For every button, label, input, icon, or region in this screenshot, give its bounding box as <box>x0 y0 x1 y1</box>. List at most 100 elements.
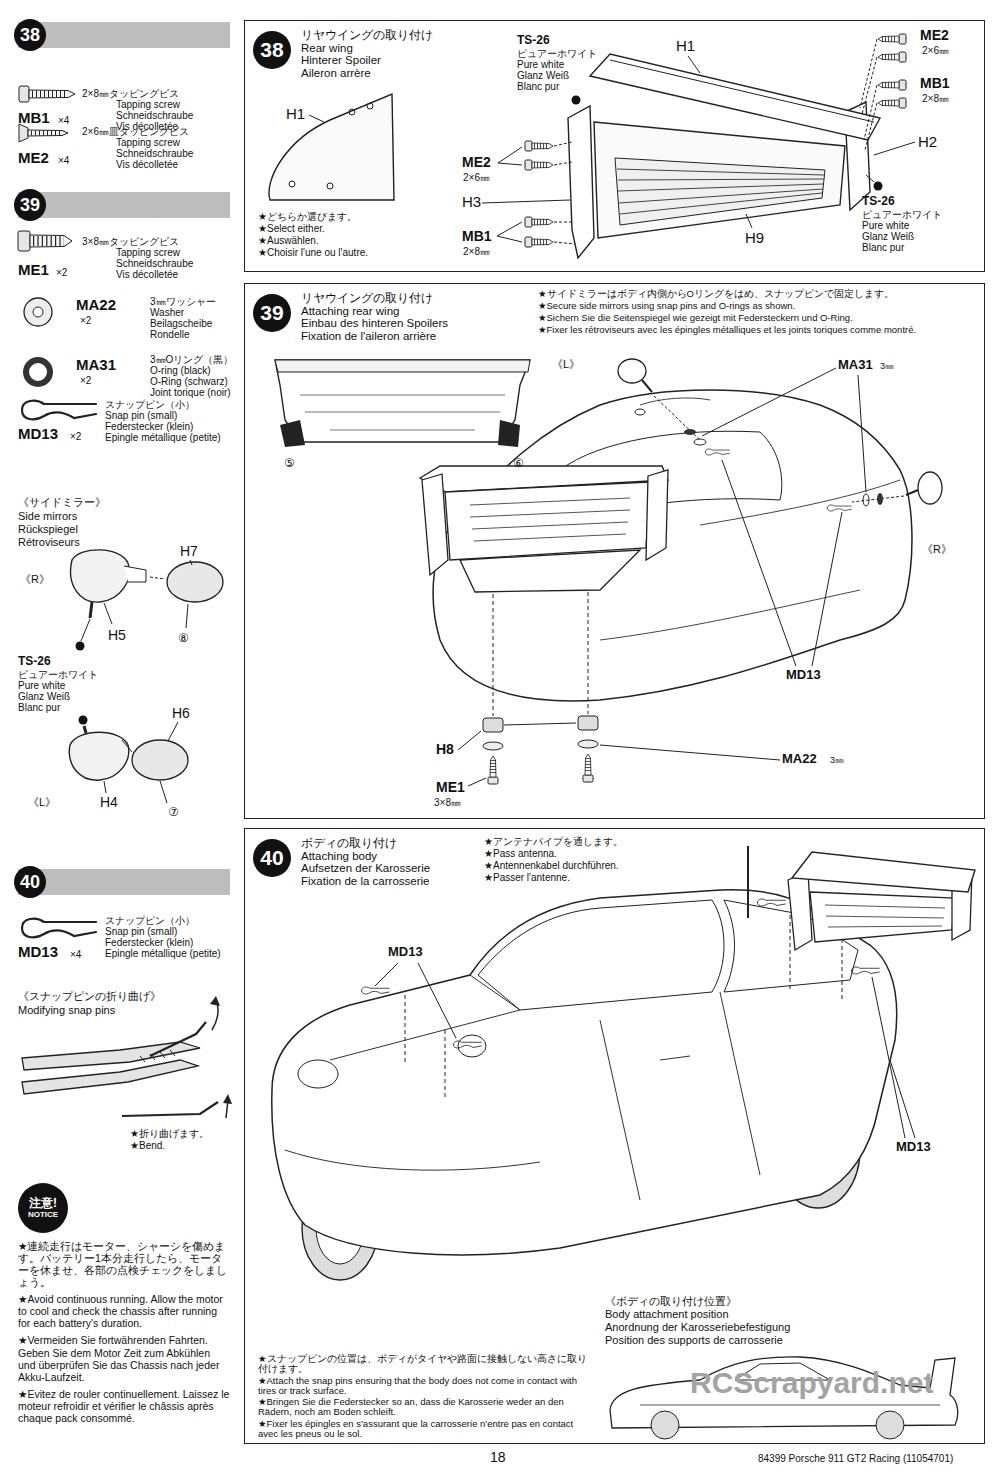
car-body-rear-drawing <box>694 439 706 445</box>
label-holder: ★Pass antenna. <box>484 848 557 859</box>
plate-h1-drawing <box>289 181 295 187</box>
label-holder: ★どちらか選びます。 <box>258 211 357 222</box>
car-body-rear-drawing <box>618 359 646 383</box>
wing-inset-drawing <box>300 395 505 430</box>
label-text: ★Bend. <box>130 1140 165 1151</box>
part-label: ME1 <box>436 780 465 796</box>
part-label: MD13 <box>786 668 821 683</box>
label-holder: Vis décolletée <box>116 159 178 170</box>
label-holder: Rétroviseurs <box>18 536 80 548</box>
page-footer: 84399 Porsche 911 GT2 Racing (11054701) <box>758 1453 953 1464</box>
label-holder: 3㎜Oリング（黒） <box>150 354 233 365</box>
label-holder: ⑤ <box>284 457 295 470</box>
car-body-rear-drawing <box>483 718 503 732</box>
step-heading-group: リヤウイングの取り付けAttaching rear wingEinbau des… <box>301 292 448 342</box>
rear-wing-drawing <box>878 52 906 62</box>
note-text: ★Avoid continuous running. Allow the mot… <box>18 1293 230 1329</box>
car-body-rear-drawing <box>722 460 842 666</box>
label-holder: Side mirrors <box>18 510 77 522</box>
side-view-car-drawing <box>876 1411 904 1439</box>
label-text: 2×6㎜ <box>463 172 490 183</box>
o-ring-icon <box>26 360 50 384</box>
label-text: 3㎜Oリング（黒） <box>150 354 233 365</box>
label-holder: H1 <box>676 38 695 55</box>
label-holder: MD13 <box>896 1140 931 1155</box>
side-mirror-drawing <box>160 781 167 803</box>
label-text: Glanz Weiß <box>517 70 569 81</box>
side-mirror-drawing <box>84 726 86 733</box>
rear-wing-drawing <box>866 175 874 182</box>
step-number: 38 <box>20 25 40 46</box>
label-holder: ピュアーホワイト <box>862 209 942 220</box>
side-mirror-drawing <box>122 740 132 752</box>
note-text: ★スナップピンの位置は、ボディがタイヤや路面に接触しない高さに取り付けます。 <box>258 1354 593 1375</box>
label-text: Pure white <box>18 680 65 691</box>
rear-wing-drawing <box>746 214 752 228</box>
label-holder: H5 <box>108 628 126 644</box>
part-label: ME2 <box>920 28 949 44</box>
label-holder: スナップピン（小） <box>105 915 195 926</box>
label-text: Rétroviseurs <box>18 536 80 548</box>
snap-pin-icon <box>22 401 96 420</box>
label-holder: ×2 <box>70 431 81 442</box>
label-holder: ★Sichern Sie die Seitenspiegel wie gezei… <box>538 313 853 324</box>
label-text: O-Ring (schwarz) <box>150 376 228 387</box>
part-label: MD13 <box>896 1140 931 1155</box>
label-text: Rondelle <box>150 329 189 340</box>
rear-wing-drawing <box>860 39 877 150</box>
side-view-car-drawing <box>610 1357 958 1439</box>
step-heading: Einbau des hinteren Spoilers <box>301 317 448 330</box>
label-holder: Schneidschraube <box>116 110 193 121</box>
label-text: Pure white <box>862 220 909 231</box>
car-body-rear-drawing <box>646 470 668 560</box>
screw-icon <box>18 231 30 251</box>
label-holder: ★Secure side mirrors using snap pins and… <box>538 301 795 312</box>
label-holder: 2×6㎜ <box>463 172 490 183</box>
label-holder: Vis décolletée <box>116 269 178 280</box>
rear-wing-drawing <box>610 60 874 122</box>
step-heading: リヤウイングの取り付け <box>301 292 448 305</box>
label-text: Tapping screw <box>116 247 180 258</box>
label-holder: 《L》 <box>552 358 580 370</box>
label-text: 3×8㎜タッピングビス <box>82 236 179 247</box>
part-label: TS-26 <box>862 195 895 208</box>
label-text: Modifying snap pins <box>18 1004 115 1016</box>
washer-icon <box>24 298 52 326</box>
label-text: 3×8㎜ <box>434 797 461 808</box>
label-text: O-ring (black) <box>150 365 211 376</box>
step-number: 40 <box>260 846 283 870</box>
label-holder: 3×8㎜ <box>434 797 461 808</box>
label-holder: MD13 <box>388 945 423 960</box>
label-holder: H9 <box>745 230 764 247</box>
car-body-front-drawing <box>758 899 786 906</box>
label-holder: ★Vermeiden Sie fortwährenden Fahrten. Ge… <box>18 1334 230 1382</box>
label-holder: ×2 <box>80 375 91 386</box>
rear-wing-drawing <box>594 122 845 238</box>
label-holder: RCScrapyard.net <box>690 1366 933 1400</box>
rear-wing-drawing <box>878 80 906 90</box>
label-text: Tapping screw <box>116 99 180 110</box>
label-holder: MB1 <box>920 76 950 92</box>
label-text: 2×6㎜皿タッピングビス <box>82 126 189 137</box>
label-holder: 18 <box>490 1450 506 1466</box>
label-holder: Pure white <box>517 59 564 70</box>
label-text: 3㎜ <box>880 361 894 371</box>
label-holder: Federstecker (klein) <box>105 421 193 432</box>
pliers-drawing <box>210 996 220 1006</box>
notice-title: 注意! <box>29 1197 57 1210</box>
step-heading: Attaching body <box>301 850 430 863</box>
car-body-rear-drawing <box>578 740 598 748</box>
label-text: ★Pass antenna. <box>484 848 557 859</box>
label-holder: 3㎜ <box>830 755 844 765</box>
label-holder: ★Choisir l'une ou l'autre. <box>258 247 368 258</box>
car-body-rear-drawing <box>918 472 942 504</box>
rear-wing-drawing <box>482 200 570 203</box>
car-body-front-drawing <box>852 967 880 974</box>
label-holder: 《ボディの取り付け位置》 <box>605 1295 737 1307</box>
part-label: TS-26 <box>517 34 550 47</box>
label-text: ★どちらか選びます。 <box>258 211 357 222</box>
label-holder: ★Select either. <box>258 223 325 234</box>
car-body-rear-drawing <box>420 359 942 786</box>
pliers-drawing <box>22 1060 198 1094</box>
note-text: ★Secure side mirrors using snap pins and… <box>538 301 795 312</box>
